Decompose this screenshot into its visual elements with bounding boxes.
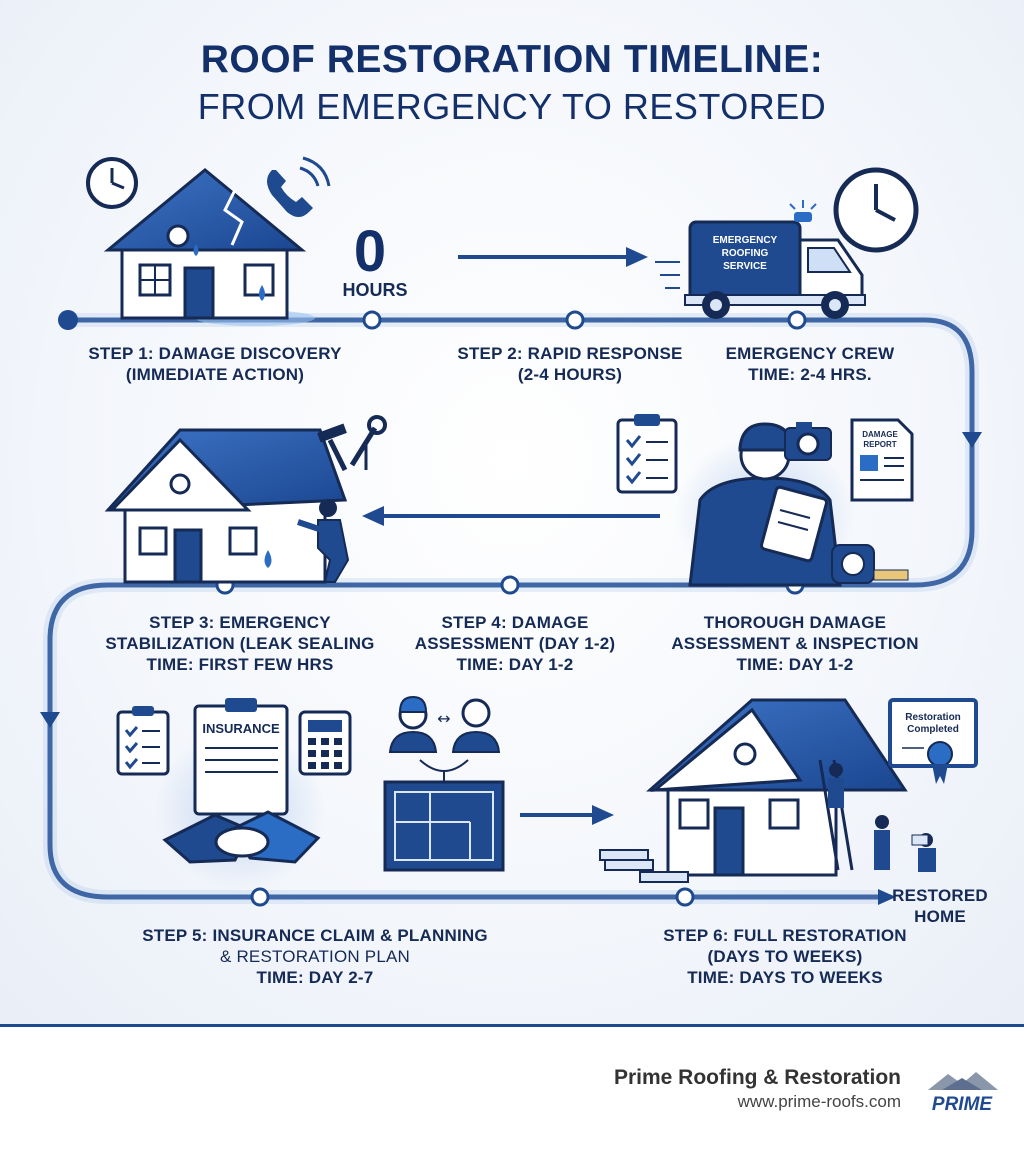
step-3-line-3: TIME: FIRST FEW HRS: [146, 655, 334, 674]
calculator-icon: [298, 710, 352, 776]
step-4-line-2: ASSESSMENT (DAY 1-2): [414, 634, 616, 653]
step-3-line-1: STEP 3: EMERGENCY: [149, 613, 331, 632]
restored-home-line-1: RESTORED: [892, 886, 988, 905]
step-1-label: STEP 1: DAMAGE DISCOVERY (IMMEDIATE ACTI…: [70, 343, 360, 385]
damage-report-text-2: REPORT: [863, 440, 896, 449]
emergency-crew-line-1: EMERGENCY CREW: [725, 344, 895, 363]
certificate-text-2: Completed: [907, 724, 959, 735]
tools-icon: [317, 415, 387, 472]
node: [675, 887, 695, 907]
clock-icon: [86, 157, 138, 209]
flow-arrow-right-top: [458, 247, 648, 267]
step-5-line-1: STEP 5: INSURANCE CLAIM & PLANNING: [142, 926, 488, 945]
van-text-3: SERVICE: [723, 261, 767, 272]
step-4-line-1: STEP 4: DAMAGE: [441, 613, 589, 632]
zero-hours-value: 0: [353, 219, 387, 284]
path-arrow-end: [878, 889, 896, 905]
node: [787, 310, 807, 330]
zero-hours-unit: HOURS: [342, 280, 408, 300]
footer-brand-name: Prime Roofing & Restoration: [613, 1066, 901, 1089]
step-5-line-2: & RESTORATION PLAN: [219, 947, 410, 966]
step-6-line-2: (DAYS TO WEEKS): [707, 947, 863, 966]
certificate-text-1: Restoration: [905, 712, 961, 723]
step-1-line-1: STEP 1: DAMAGE DISCOVERY: [88, 344, 342, 363]
camera-icon: [784, 422, 832, 461]
step-5-line-3: TIME: DAY 2-7: [256, 968, 374, 987]
damaged-house-illustration: [103, 168, 315, 326]
title-line-2: FROM EMERGENCY TO RESTORED: [197, 86, 827, 127]
van-text-2: ROOFING: [722, 248, 769, 259]
inspector-illustration: [675, 422, 855, 595]
phone-icon: [267, 156, 331, 217]
emergency-crew-line-2: TIME: 2-4 HRS.: [748, 365, 872, 384]
footer: [0, 1027, 1024, 1154]
step-3-label: STEP 3: EMERGENCY STABILIZATION (LEAK SE…: [80, 612, 400, 675]
damage-report-text-1: DAMAGE: [862, 430, 898, 439]
flow-arrow-right-bottom: [520, 805, 614, 825]
tape-measure-icon: [831, 544, 909, 584]
node: [250, 887, 270, 907]
path-arrow-down-right: [962, 432, 982, 448]
emergency-crew-label: EMERGENCY CREW TIME: 2-4 HRS.: [710, 343, 910, 385]
step-3-line-2: STABILIZATION (LEAK SEALING: [105, 634, 375, 653]
footer-url[interactable]: www.prime-roofs.com: [737, 1092, 901, 1111]
clock-icon: [833, 167, 919, 253]
thorough-assessment-label: THOROUGH DAMAGE ASSESSMENT & INSPECTION …: [655, 612, 935, 675]
step-5-label: STEP 5: INSURANCE CLAIM & PLANNING & RES…: [110, 925, 520, 988]
planning-illustration: ↔: [383, 695, 505, 872]
thorough-assessment-line-1: THOROUGH DAMAGE: [703, 613, 887, 632]
thorough-assessment-line-3: TIME: DAY 1-2: [736, 655, 854, 674]
node-start: [58, 310, 78, 330]
footer-divider: [0, 1024, 1024, 1027]
step-2-line-2: (2-4 HOURS): [517, 365, 623, 384]
clipboard-checklist-icon: [616, 414, 678, 494]
certificate-icon: Restoration Completed: [888, 698, 978, 784]
damage-report-icon: DAMAGE REPORT: [850, 418, 914, 502]
step-4-line-3: TIME: DAY 1-2: [456, 655, 574, 674]
flow-arrow-left-middle: [362, 506, 660, 526]
emergency-van-illustration: EMERGENCY ROOFING SERVICE: [655, 200, 866, 319]
timeline-diagram: EMERGENCY ROOFING SERVICE: [40, 156, 982, 907]
step-2-line-1: STEP 2: RAPID RESPONSE: [457, 344, 683, 363]
tarped-house-illustration: [104, 428, 350, 584]
restored-home-label: RESTORED HOME: [880, 885, 1000, 927]
step-2-label: STEP 2: RAPID RESPONSE (2-4 HOURS): [430, 343, 710, 385]
node: [565, 310, 585, 330]
prime-logo-text: PRIME: [932, 1094, 994, 1114]
van-text-1: EMERGENCY: [713, 235, 778, 246]
restored-home-line-2: HOME: [914, 907, 966, 926]
insurance-text: INSURANCE: [202, 721, 280, 736]
prime-logo: PRIME: [928, 1072, 998, 1114]
restored-house-illustration: [599, 698, 936, 883]
step-4-label: STEP 4: DAMAGE ASSESSMENT (DAY 1-2) TIME…: [405, 612, 625, 675]
clipboard-checklist-icon: [116, 706, 170, 776]
step-6-label: STEP 6: FULL RESTORATION (DAYS TO WEEKS)…: [630, 925, 940, 988]
node: [362, 310, 382, 330]
thorough-assessment-line-2: ASSESSMENT & INSPECTION: [671, 634, 919, 653]
path-arrow-down-left: [40, 712, 60, 728]
node: [500, 575, 520, 595]
step-6-line-3: TIME: DAYS TO WEEKS: [687, 968, 883, 987]
title-line-1: ROOF RESTORATION TIMELINE:: [200, 38, 824, 81]
step-1-line-2: (IMMEDIATE ACTION): [125, 365, 305, 384]
svg-text:↔: ↔: [437, 709, 450, 728]
insurance-claim-illustration: INSURANCE: [155, 698, 325, 890]
step-6-line-1: STEP 6: FULL RESTORATION: [663, 926, 907, 945]
